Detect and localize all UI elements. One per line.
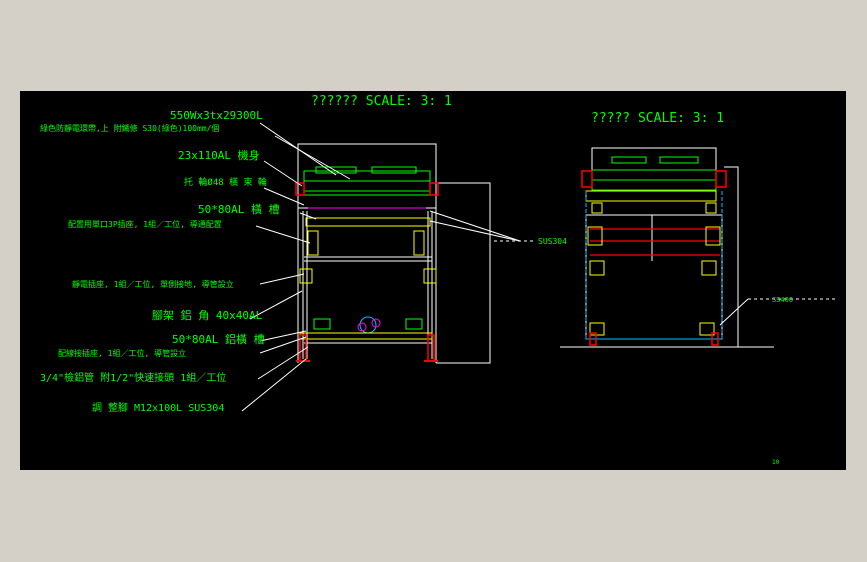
callout-esd-socket: 靜電插座, 1組／工位, 單側接地, 導管設立	[72, 279, 234, 289]
callout-socket: 配置用單口3P插座, 1組／工位, 導通配置	[68, 219, 222, 229]
side-view	[560, 147, 774, 348]
side-end-right	[715, 170, 727, 188]
side-top-right	[659, 156, 699, 164]
right-view-title: ????? SCALE: 3: 1	[591, 111, 724, 126]
leader-3	[263, 160, 303, 187]
leader-7	[259, 273, 305, 285]
socket-left	[307, 230, 319, 256]
front-view	[295, 143, 491, 364]
socket-right	[413, 230, 425, 256]
leader-6	[255, 225, 311, 244]
conveyor-top-left	[315, 166, 357, 174]
base-beam	[299, 332, 433, 340]
sus-left-label: SUS304	[538, 237, 567, 246]
callout-roller: 托 輪Ø48 橫 束 輪	[184, 176, 267, 188]
outlet-right	[423, 268, 437, 284]
ss400-label: SS400	[772, 296, 793, 304]
side-bolt-1	[591, 202, 603, 214]
side-top-box	[591, 147, 717, 171]
leader-sus-left-2	[429, 220, 521, 242]
upper-frame	[297, 143, 437, 209]
side-end-left	[581, 170, 593, 188]
side-foot-right	[711, 332, 719, 346]
fitting-right	[371, 318, 381, 328]
roller-left	[313, 318, 331, 330]
side-frame	[585, 214, 723, 340]
leader-4	[263, 187, 305, 206]
leader-12	[241, 358, 307, 412]
fitting-left	[357, 322, 367, 332]
callout-wiring: 配線接插座, 1組／工位, 導管設立	[58, 348, 186, 358]
callout-pipe: 3/4"檢鋁管 附1/2"快速接頭 1組／工位	[40, 371, 226, 384]
cad-drawing-canvas[interactable]: ?????? SCALE: 3: 1 ????? SCALE: 3: 1	[20, 91, 846, 470]
conveyor-top-right	[371, 166, 417, 174]
leader-5	[299, 212, 317, 220]
callout-esd-belt: 綠色防靜電環帶,上 附鐵條 S30(綠色)100mm/個	[40, 123, 219, 133]
side-outlet-right	[701, 260, 717, 276]
callout-beam: 50*80AL 橫 槽	[198, 202, 280, 216]
side-socket-right	[705, 226, 721, 246]
side-outlet-left	[589, 260, 605, 276]
callout-adjust-foot: 調 整腳 M12x100L SUS304	[92, 401, 224, 414]
callout-leaders	[241, 122, 521, 412]
side-foot-left	[589, 332, 597, 346]
cross-beam-upper	[305, 217, 431, 227]
callout-texts: 550Wx3tx29300L 綠色防靜電環帶,上 附鐵條 S30(綠色)100m…	[40, 109, 280, 414]
leader-11	[257, 346, 309, 380]
conveyor-end-right	[429, 182, 439, 196]
side-right-bracket	[724, 166, 739, 347]
corner-mark: 10	[772, 459, 780, 466]
leader-10	[259, 336, 307, 354]
callout-leg: 腳架 鋁 角 40x40AL	[152, 308, 263, 322]
cad-drawing: ?????? SCALE: 3: 1 ????? SCALE: 3: 1	[40, 94, 836, 466]
left-view-title: ?????? SCALE: 3: 1	[311, 94, 452, 109]
side-socket-left	[587, 226, 603, 246]
side-foot-bracket-left	[589, 322, 605, 336]
side-bracket	[585, 190, 717, 202]
leader-2	[274, 135, 351, 180]
leader-ss400	[719, 298, 749, 326]
side-top-left	[611, 156, 647, 164]
outlet-left	[299, 268, 313, 284]
callout-belt-size: 550Wx3tx29300L	[170, 109, 263, 122]
side-foot-bracket-right	[699, 322, 715, 336]
leader-9	[259, 330, 307, 342]
callout-body: 23x110AL 機身	[178, 148, 260, 162]
leader-8	[249, 290, 303, 320]
side-panel	[436, 182, 491, 364]
side-bolt-2	[705, 202, 717, 214]
roller-right	[405, 318, 423, 330]
conveyor-end-left	[295, 182, 305, 196]
callout-al-beam: 50*80AL 鋁橫 槽	[172, 332, 265, 346]
leader-sus-left	[429, 210, 521, 242]
